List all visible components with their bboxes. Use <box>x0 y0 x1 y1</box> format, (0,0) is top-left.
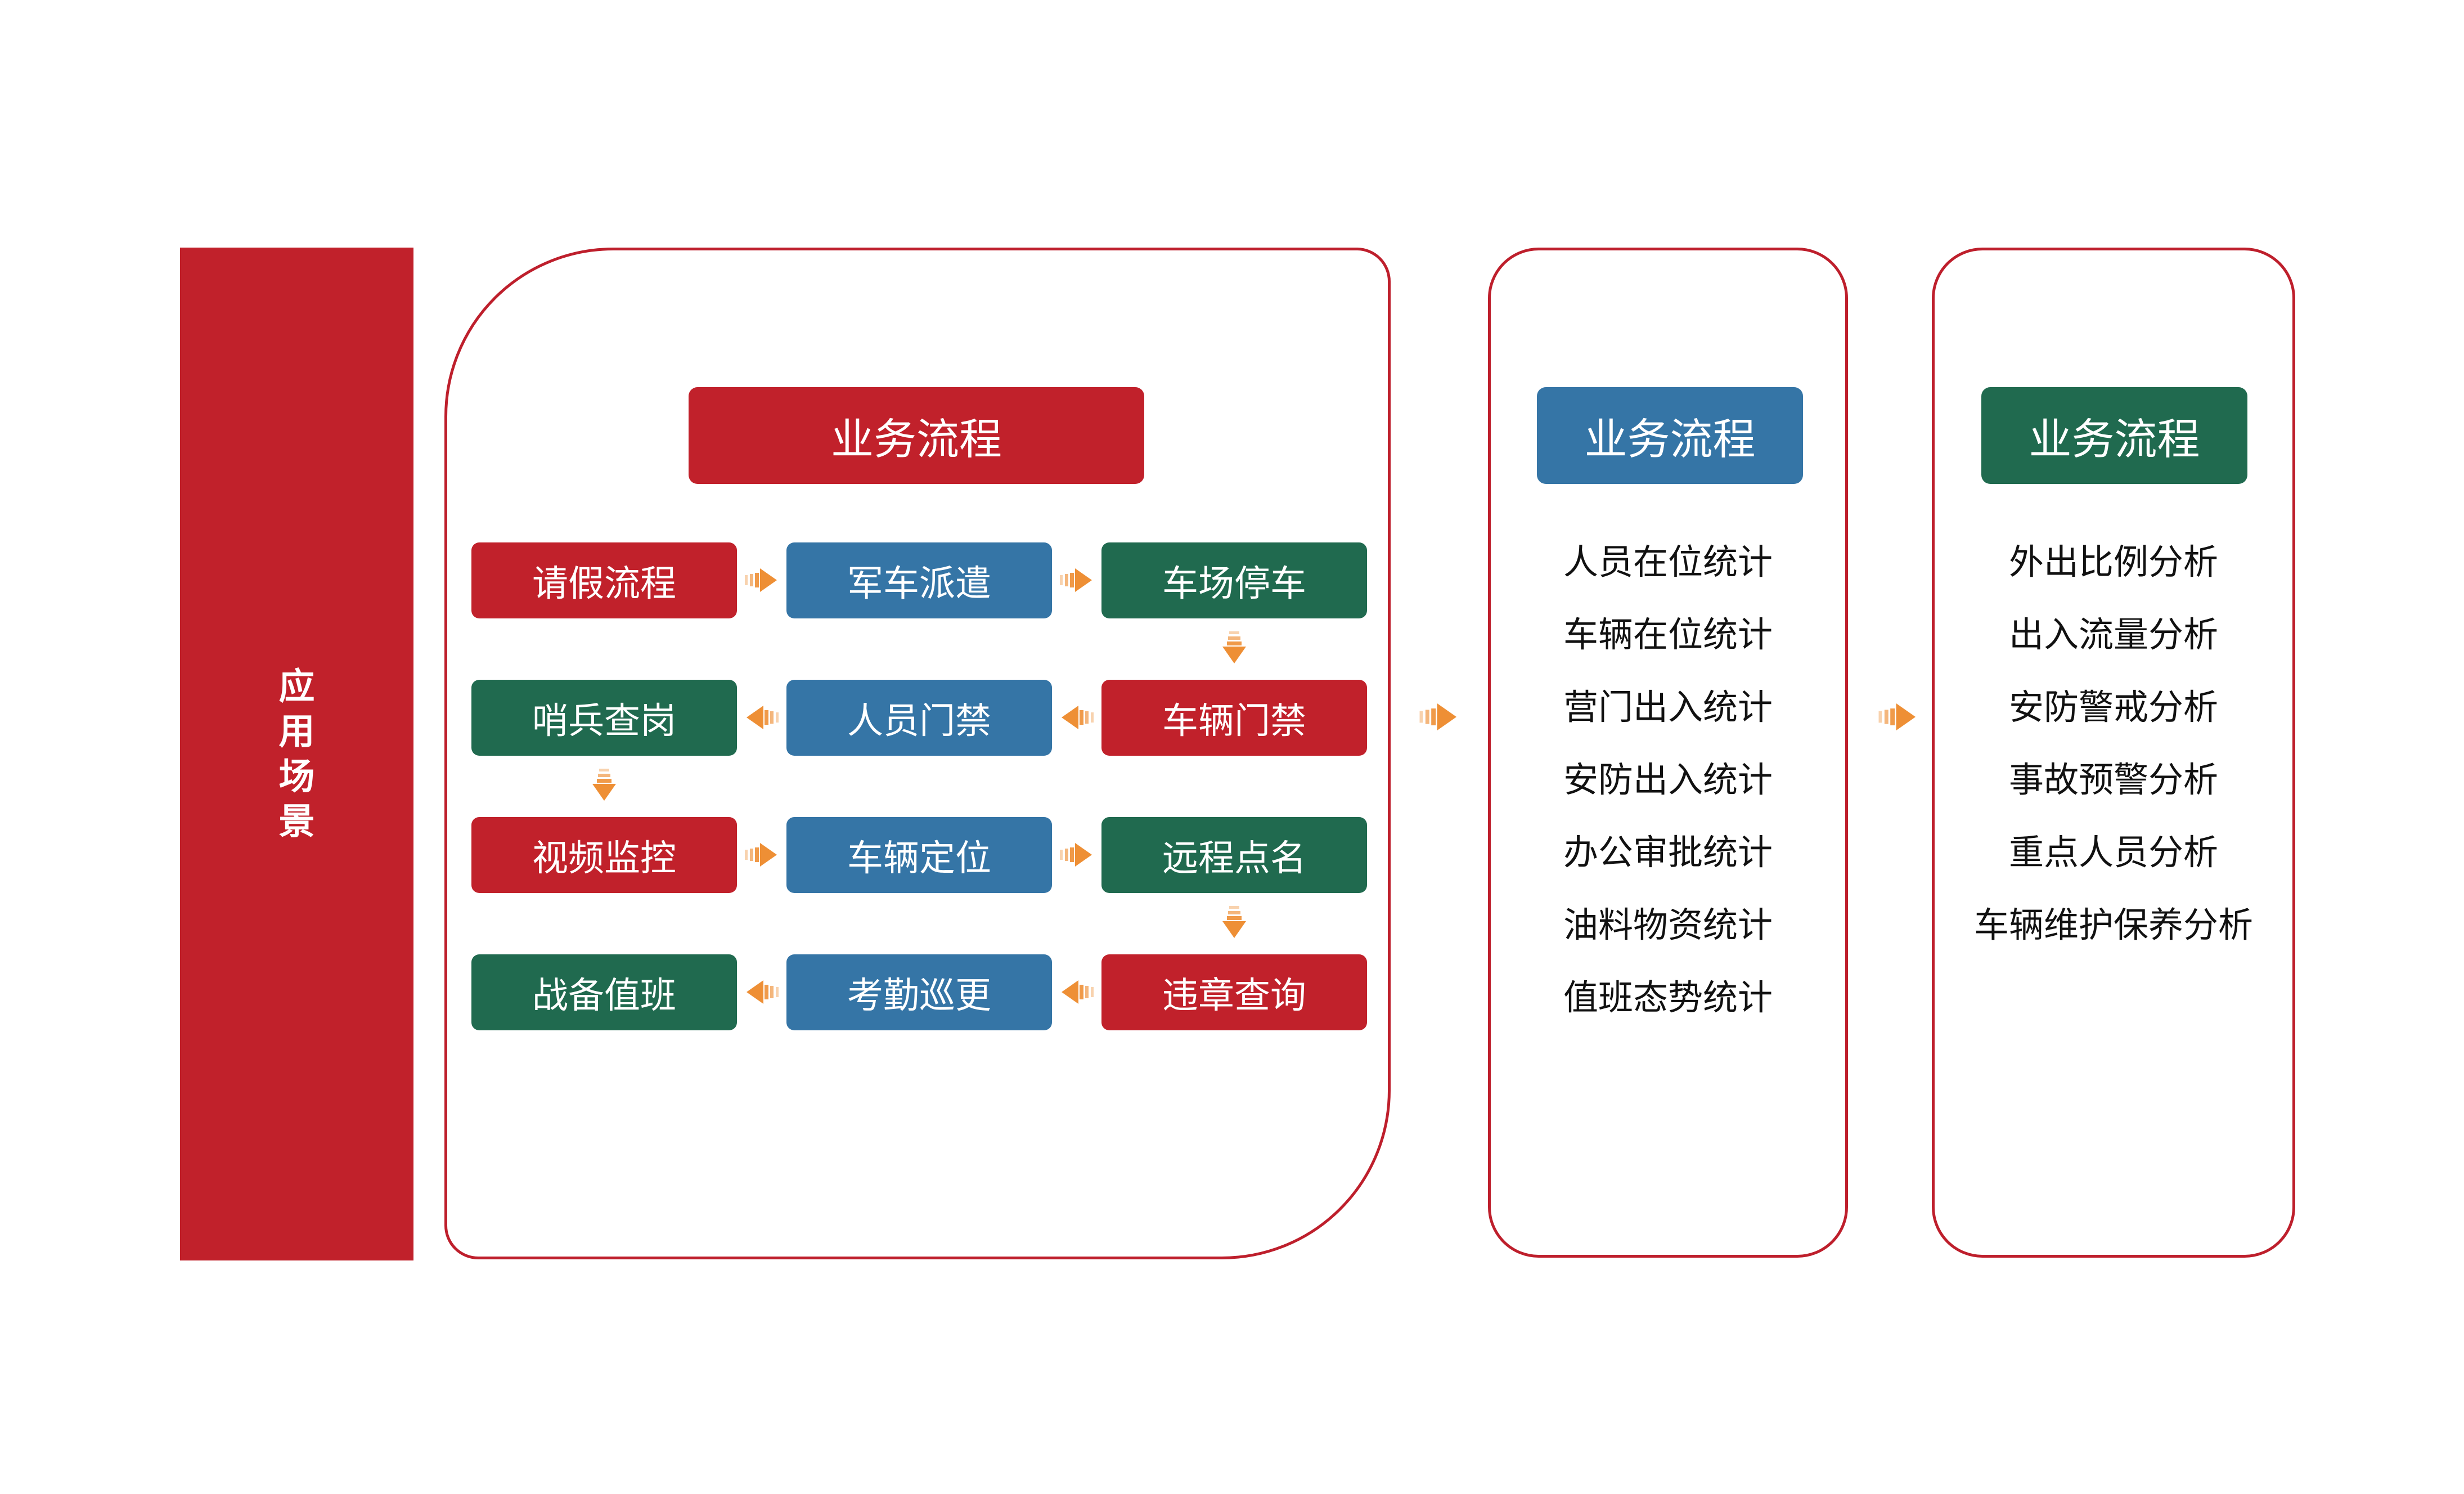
flow-node: 远程点名 <box>1101 817 1367 893</box>
flow-node: 哨兵查岗 <box>471 680 737 756</box>
arrow-right-icon <box>745 842 779 868</box>
flow-node: 考勤巡更 <box>786 954 1052 1030</box>
banner-char: 景 <box>278 801 315 842</box>
stats-list-item: 油料物资统计 <box>1563 905 1773 945</box>
flow-node: 车辆门禁 <box>1101 680 1367 756</box>
arrow-right-icon <box>1060 567 1094 593</box>
analysis-list-item: 出入流量分析 <box>2008 615 2218 654</box>
stats-list-item: 人员在位统计 <box>1563 542 1773 582</box>
stats-list-item: 车辆在位统计 <box>1563 615 1773 654</box>
flow-node: 军车派遣 <box>786 542 1052 618</box>
analysis-list-item: 事故预警分析 <box>2008 760 2218 800</box>
flow-node: 车辆定位 <box>786 817 1052 893</box>
stats-list-item: 安防出入统计 <box>1563 760 1773 800</box>
analysis-list-item: 安防警戒分析 <box>2008 688 2218 727</box>
stats-list: 人员在位统计 车辆在位统计 营门出入统计 安防出入统计 办公审批统计 油料物资统… <box>1488 522 1848 1030</box>
banner-char: 应 <box>278 666 315 707</box>
stats-list-item: 值班态势统计 <box>1563 978 1773 1017</box>
flow-node: 人员门禁 <box>786 680 1052 756</box>
arrow-left-icon <box>745 979 779 1005</box>
flow-node: 车场停车 <box>1101 542 1367 618</box>
analysis-list-item: 外出比例分析 <box>2008 542 2218 582</box>
analysis-list-item: 车辆维护保养分析 <box>1973 905 2253 945</box>
analysis-panel-header: 业务流程 <box>1981 387 2247 484</box>
arrow-left-icon <box>1060 705 1094 730</box>
arrow-left-icon <box>745 705 779 730</box>
arrow-down-icon <box>1221 631 1247 665</box>
arrow-right-icon <box>1419 702 1459 732</box>
flow-node: 战备值班 <box>471 954 737 1030</box>
flow-node: 请假流程 <box>471 542 737 618</box>
flow-node: 视频监控 <box>471 817 737 893</box>
arrow-right-icon <box>745 567 779 593</box>
stats-panel-header: 业务流程 <box>1537 387 1803 484</box>
analysis-list: 外出比例分析 出入流量分析 安防警戒分析 事故预警分析 重点人员分析 车辆维护保… <box>1932 522 2295 958</box>
flow-panel-header: 业务流程 <box>689 387 1144 484</box>
arrow-left-icon <box>1060 979 1094 1005</box>
arrow-right-icon <box>1060 842 1094 868</box>
arrow-down-icon <box>591 769 617 802</box>
sidebar-application-scenarios-banner: 应 用 场 景 <box>180 248 413 1260</box>
stats-list-item: 办公审批统计 <box>1563 833 1773 872</box>
arrow-right-icon <box>1878 702 1918 732</box>
banner-char: 场 <box>278 756 315 797</box>
flow-node: 违章查询 <box>1101 954 1367 1030</box>
analysis-list-item: 重点人员分析 <box>2008 833 2218 872</box>
stats-list-item: 营门出入统计 <box>1563 688 1773 727</box>
banner-char: 用 <box>278 711 315 752</box>
arrow-down-icon <box>1221 906 1247 940</box>
